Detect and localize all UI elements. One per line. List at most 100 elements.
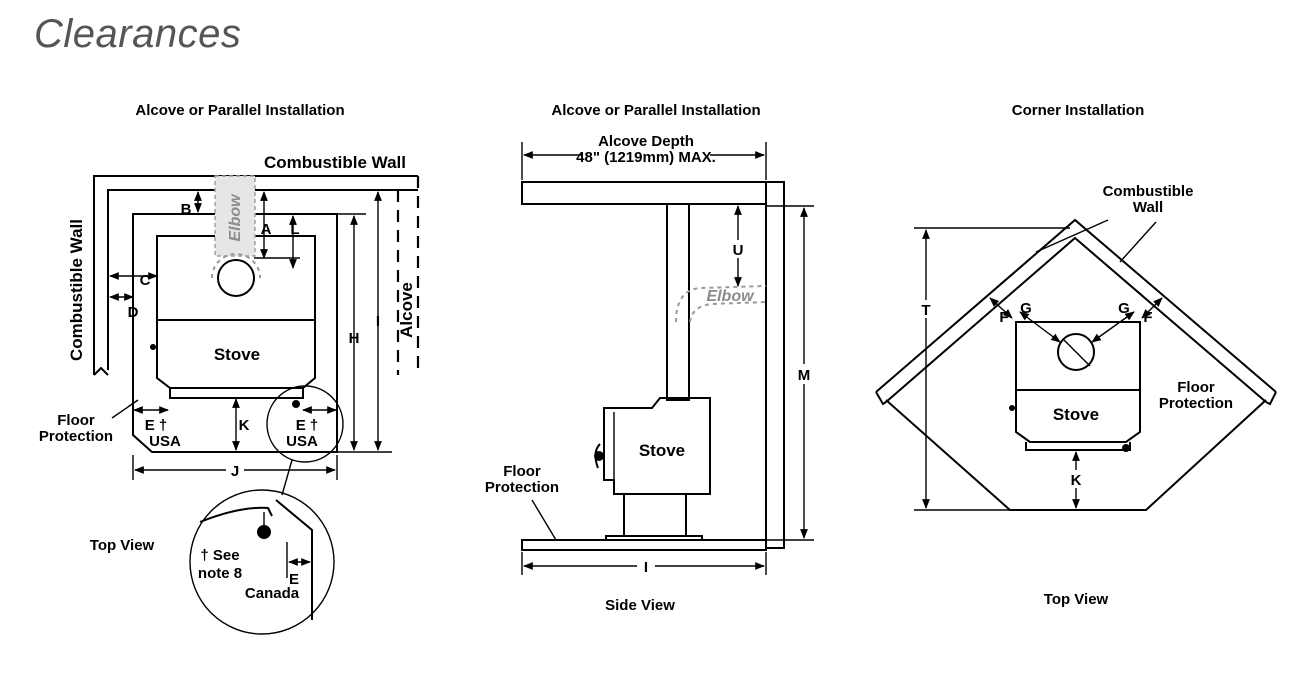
elbow-pipe [214, 175, 256, 257]
dim-g-left [1019, 311, 1061, 343]
alcove-depth-label-2: 48" (1219mm) MAX. [576, 149, 716, 166]
label-i: I [376, 313, 380, 330]
detail-knob [257, 525, 271, 539]
corner-stove-handle [1009, 405, 1015, 411]
corner-stove-knob [1122, 444, 1130, 452]
i-label-bg [637, 557, 655, 575]
label-h: H [349, 330, 360, 347]
corner-floor-protection [885, 399, 1267, 511]
combustible-label-1: Combustible [1103, 183, 1194, 200]
alcove-ceiling [521, 181, 767, 205]
label-e-right: E † [296, 417, 319, 434]
left-view-label: Top View [90, 537, 155, 554]
corner-wall-end-right [1265, 391, 1277, 406]
page-title: Clearances [34, 12, 242, 56]
t-label-bg [917, 300, 935, 318]
floor-protection-outline [132, 213, 338, 453]
label-l: L [290, 221, 299, 238]
label-d: D [128, 304, 139, 321]
alcove-label: Alcove [397, 282, 416, 338]
label-f-right: F [1143, 309, 1152, 326]
stove-handle [150, 344, 156, 350]
label-g-left: G [1020, 300, 1032, 317]
label-f-left: F [999, 309, 1008, 326]
side-stove-body [603, 397, 711, 495]
combustible-wall-side-label: Combustible Wall [67, 219, 86, 361]
floor-protection-pad [521, 539, 767, 551]
label-m: M [798, 367, 811, 384]
combustible-label-2: Wall [1133, 199, 1163, 216]
note-line-2: note 8 [198, 565, 242, 582]
dim-g-right [1091, 311, 1135, 343]
right-view-label: Top View [1044, 591, 1109, 608]
label-i-side: I [644, 559, 648, 576]
dim-f-left [989, 297, 1013, 319]
elbow-curve [211, 253, 261, 279]
corner-wall-end-left [875, 391, 887, 406]
label-e-canada: E [289, 571, 299, 588]
floor-protection-label-1: Floor [57, 412, 95, 429]
u-label-bg [730, 240, 746, 258]
middle-view-label: Side View [605, 597, 675, 614]
middle-heading: Alcove or Parallel Installation [551, 102, 760, 119]
corner-wall-outer [875, 218, 1277, 393]
corner-stove-label: Stove [1053, 405, 1099, 424]
detail-connector [281, 459, 293, 496]
corner-wall-inner [885, 236, 1267, 403]
label-u: U [733, 242, 744, 259]
middle-floor-protection-2: Protection [485, 479, 559, 496]
label-k: K [239, 417, 250, 434]
chimney-pipe [666, 203, 690, 401]
middle-floor-protection-1: Floor [503, 463, 541, 480]
floor-protection-leader [111, 399, 139, 419]
combustible-wall-top-label: Combustible Wall [264, 153, 406, 172]
corner-stove-base [1025, 442, 1131, 451]
detail-marker-circle [266, 385, 344, 463]
back-wall [766, 181, 785, 549]
label-usa-right: USA [286, 433, 318, 450]
right-floor-protection-2: Protection [1159, 395, 1233, 412]
side-stove-label: Stove [639, 441, 685, 460]
label-k-corner: K [1071, 472, 1082, 489]
floor-protection-label-2: Protection [39, 428, 113, 445]
side-stove-handle-knob [594, 451, 604, 461]
j-label-bg [226, 461, 244, 479]
label-g-right: G [1118, 300, 1130, 317]
left-heading: Alcove or Parallel Installation [135, 102, 344, 119]
middle-diagram: Alcove or Parallel Installation Alcove D… [485, 102, 814, 614]
elbow-label: Elbow [227, 193, 244, 242]
corner-flue-collar [1057, 333, 1095, 371]
right-heading: Corner Installation [1012, 102, 1145, 119]
detail-stove-edge [199, 506, 273, 523]
stove-base [169, 388, 304, 399]
label-c: C [140, 272, 151, 289]
stove-label: Stove [214, 345, 260, 364]
wall-break [93, 366, 109, 376]
alcove-dashed-wall [396, 176, 420, 375]
left-diagram: Alcove or Parallel Installation Combusti… [39, 102, 420, 635]
combustible-leader-right [1119, 221, 1157, 263]
detail-circle [189, 489, 335, 635]
label-usa-left: USA [149, 433, 181, 450]
side-stove-pedestal [623, 493, 687, 537]
combustible-leader-left [1035, 219, 1109, 253]
k-label-bg [1068, 470, 1084, 488]
flue-collar [217, 259, 255, 297]
label-j: J [231, 463, 239, 480]
elbow-outline-bottom [689, 301, 767, 323]
elbow-outline-top [675, 285, 767, 323]
stove-body [156, 235, 316, 389]
label-b: B [181, 201, 192, 218]
dim-f-right [1141, 297, 1163, 319]
label-canada: Canada [245, 585, 300, 602]
alcove-depth-label-1: Alcove Depth [598, 133, 694, 150]
label-t: T [921, 302, 930, 319]
middle-elbow-label: Elbow [706, 288, 755, 305]
label-a: A [261, 221, 272, 238]
m-label-bg [795, 364, 813, 384]
combustible-wall-outer [93, 175, 418, 375]
label-e-left: E † [145, 417, 168, 434]
note-line-1: † See [200, 547, 239, 564]
corner-stove-body [1015, 321, 1141, 443]
